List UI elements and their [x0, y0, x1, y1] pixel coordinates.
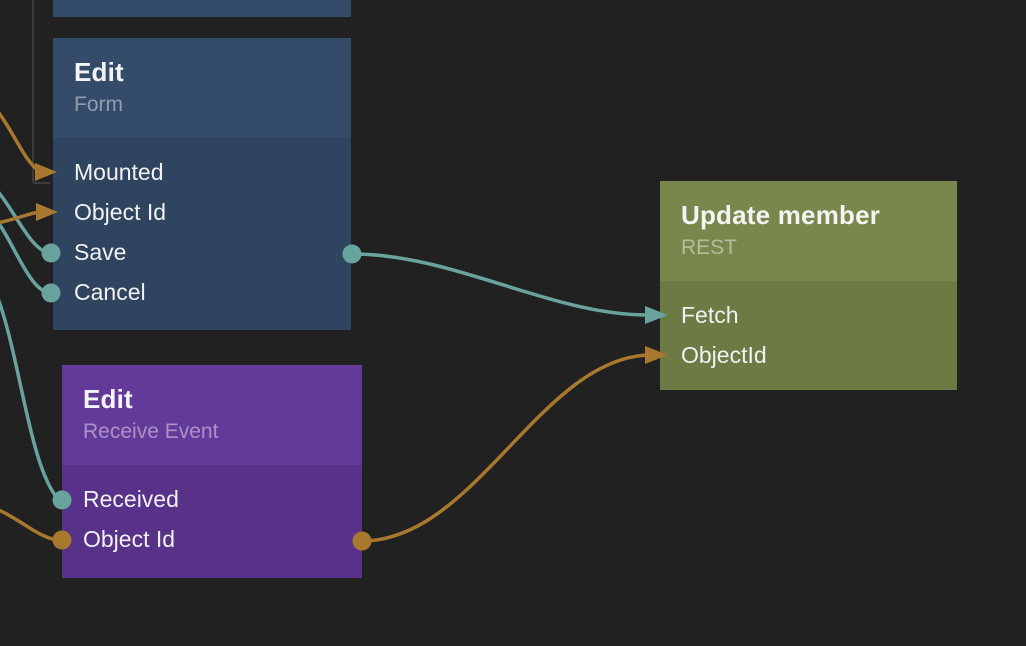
node-header[interactable]: Edit Receive Event	[62, 365, 362, 465]
node-edit-form[interactable]: Edit Form Mounted Object Id Save Cancel	[53, 38, 351, 330]
wire-to-received[interactable]	[0, 288, 60, 501]
port-fetch[interactable]: Fetch	[660, 295, 957, 335]
node-ports: Fetch ObjectId	[660, 281, 957, 375]
node-header[interactable]: Update member REST	[660, 181, 957, 281]
port-object-id[interactable]: Object Id	[53, 192, 351, 232]
wire-to-save[interactable]	[0, 178, 51, 255]
node-header[interactable]: Edit Form	[53, 38, 351, 138]
wire-objectid-to-objectid[interactable]	[360, 353, 650, 543]
port-mounted[interactable]: Mounted	[53, 152, 351, 192]
port-label: Save	[74, 238, 127, 265]
node-title: Edit	[83, 384, 133, 414]
wire-to-cancel[interactable]	[0, 210, 51, 295]
node-ports: Mounted Object Id Save Cancel	[53, 138, 351, 312]
node-subtitle: Receive Event	[83, 420, 219, 443]
port-label: Fetch	[681, 301, 739, 328]
node-edit-receive-event[interactable]: Edit Receive Event Received Object Id	[62, 365, 362, 578]
node-update-member[interactable]: Update member REST Fetch ObjectId	[660, 181, 957, 390]
node-title: Edit	[74, 57, 124, 87]
node-title: Update member	[681, 200, 881, 230]
port-cancel[interactable]: Cancel	[53, 272, 351, 312]
port-object-id[interactable]: Object Id	[62, 519, 362, 559]
port-save[interactable]: Save	[53, 232, 351, 272]
wire-elbow-from-top-node[interactable]	[32, 0, 50, 184]
port-label: Object Id	[83, 525, 176, 552]
wire-to-objectid-form[interactable]	[0, 210, 41, 225]
node-clipped-top[interactable]	[53, 0, 351, 17]
node-subtitle: Form	[74, 93, 123, 116]
port-label: Received	[83, 485, 179, 512]
port-objectid[interactable]: ObjectId	[660, 335, 957, 375]
wire-save-to-fetch[interactable]	[350, 252, 650, 317]
node-subtitle: REST	[681, 236, 738, 259]
port-label: Mounted	[74, 158, 164, 185]
wire-to-objectid-receive[interactable]	[0, 505, 60, 542]
wire-to-mounted[interactable]	[0, 98, 40, 172]
port-label: Object Id	[74, 198, 167, 225]
port-label: ObjectId	[681, 341, 767, 368]
node-ports: Received Object Id	[62, 465, 362, 559]
port-received[interactable]: Received	[62, 479, 362, 519]
port-label: Cancel	[74, 278, 146, 305]
